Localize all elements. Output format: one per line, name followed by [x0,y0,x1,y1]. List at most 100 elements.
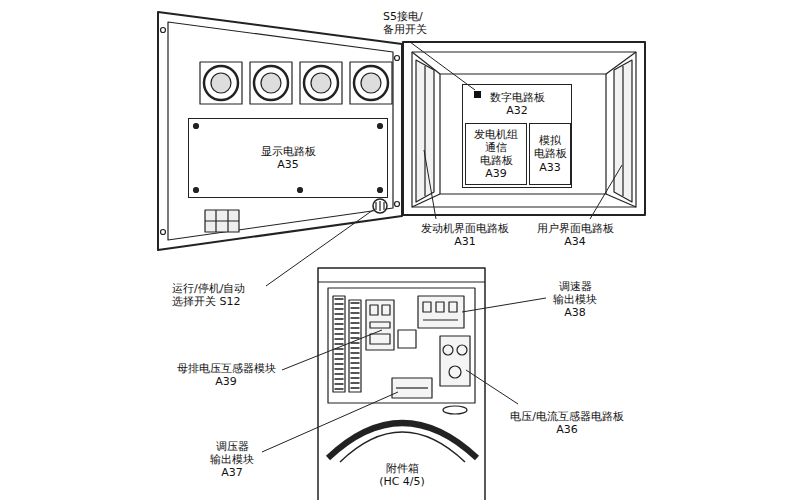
leader-line [462,298,546,312]
selector-switch [375,202,376,210]
module [457,345,467,355]
module [370,322,390,328]
cabinet-illustration [158,12,645,500]
plate-screw [298,188,303,193]
board-label: 显示电路板 A35 [257,145,319,171]
meter [354,66,388,100]
module [366,300,394,350]
module [396,387,428,388]
meter [254,66,288,100]
module [382,305,390,315]
selector-switch [205,199,387,232]
callout-label: 附件箱 (HC 4/5) [375,462,429,488]
door-panel [395,56,400,61]
meter [250,62,292,104]
callout-label: 电压/电流互感器电路板 A36 [505,410,629,436]
lower-cabinet [318,281,485,282]
module [418,296,464,328]
leader-line [266,210,373,286]
meter [311,73,331,93]
meter [361,73,381,93]
meter [200,62,242,104]
plate-screw [378,188,383,193]
card-rail [416,60,434,202]
door-panel [168,22,393,240]
plate-screw [194,124,199,129]
plate-screw [194,188,199,193]
meter [304,66,338,100]
selector-switch [205,220,239,221]
callout-label: 运行/停机/自动 选择开关 S12 [172,282,272,308]
selector-switch [373,199,387,213]
leader-line [410,42,475,90]
meter [261,73,281,93]
leader-line [590,165,622,219]
leader-line [262,392,398,452]
card-rail [614,60,632,202]
plate-screw [194,124,383,193]
module [436,302,444,312]
callout-label: 调压器 输出模块 A37 [205,440,259,480]
door-panel [158,12,402,250]
meter [300,62,342,104]
card-rail [424,66,425,196]
arch [340,432,465,462]
terminal-strip [351,302,360,390]
backup-switch [474,91,481,98]
selector-switch [383,202,384,210]
meter [200,62,392,104]
module [443,406,467,414]
selector-switch [205,210,239,232]
meter [204,66,238,100]
callout-label: 用户界面电路板 A34 [533,222,617,248]
cabinet-body [403,42,645,215]
selector-switch [379,201,380,211]
meter [350,62,392,104]
door-panel [161,28,166,33]
module [449,366,461,378]
callout-label: 发动机界面电路板 A31 [417,222,513,248]
circuit-board: 模拟 电路板 A33 [529,123,571,185]
board-label: 模拟 电路板 A33 [533,134,567,174]
card-rail [622,66,623,196]
module [392,378,432,398]
door-panel [161,230,166,235]
plate-screw [378,124,383,129]
cabinet-body [412,52,636,207]
module [449,302,457,312]
module [398,330,416,348]
module [370,305,378,315]
module [423,302,431,312]
circuit-board: 数字电路板 A32 发电机组 通信 电路板 A39 模拟 电路板 A33 [462,84,572,188]
terminal-strip [335,298,344,390]
circuit-board: 发电机组 通信 电路板 A39 [465,123,527,185]
leader-line [262,42,622,452]
arch [328,423,477,462]
terminal-strip [349,300,361,392]
cabinet-body [462,84,572,188]
callout-label: S5接电/ 备用开关 [383,10,439,36]
door-panel [395,202,400,207]
board-label: 数字电路板 A32 [486,91,548,117]
lower-cabinet [328,288,475,403]
callout-label: 调速器 输出模块 A38 [548,280,602,320]
module [370,334,390,344]
lower-cabinet [318,268,485,500]
card-rail [416,60,632,202]
module [423,319,458,320]
leader-line [424,150,436,219]
leader-line [282,330,382,370]
cabinet-body [440,74,606,194]
cabinet-body [403,42,645,215]
circuit-board: 显示电路板 A35 [188,118,388,198]
leader-line [466,370,518,404]
board-label: 发电机组 通信 电路板 A39 [471,128,521,181]
module [440,336,470,386]
meter [211,73,231,93]
module [443,345,453,355]
door-panel [158,12,402,250]
callout-label: 母排电压互感器模块 A39 [171,362,281,388]
